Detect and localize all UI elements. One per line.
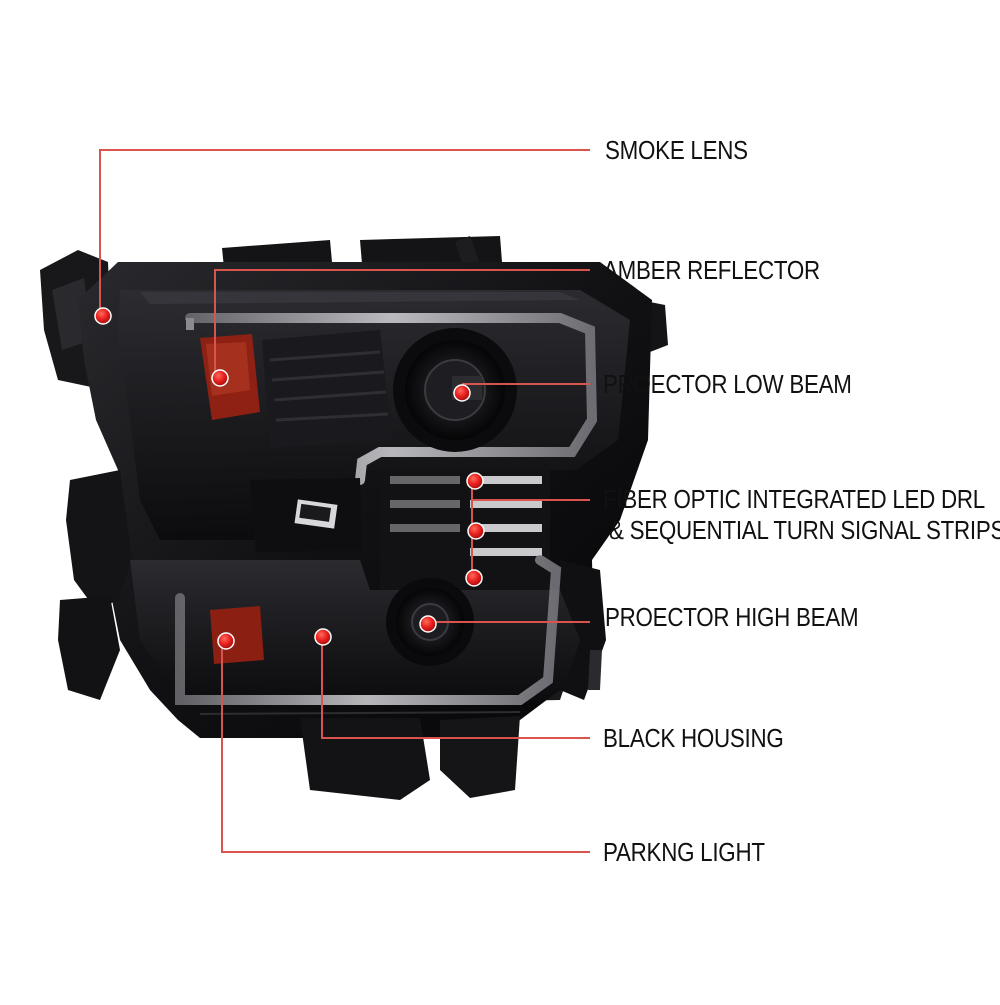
parking-light-shape [210, 606, 264, 664]
leader-amber-reflector [214, 269, 590, 376]
dot-smoke-lens [94, 307, 112, 325]
drl-light-guide-upper [185, 313, 598, 485]
dot-parking-light [217, 632, 235, 650]
leader-lines [99, 149, 590, 853]
label-parking-light: PARKNG LIGHT [603, 837, 765, 867]
callout-dots [94, 307, 485, 650]
label-drl-line2: & SEQUENTIAL TURN SIGNAL STRIPS [603, 515, 1000, 545]
dot-drl-3 [465, 569, 483, 587]
drl-strips-shape [380, 470, 550, 590]
dot-drl-2 [467, 522, 485, 540]
leader-smoke-lens [99, 149, 590, 314]
label-black-housing: BLACK HOUSING [603, 723, 784, 753]
label-projector-high-beam: PROECTOR HIGH BEAM [605, 602, 859, 632]
label-projector-low-beam: PROECTOR LOW BEAM [603, 369, 852, 399]
label-smoke-lens: SMOKE LENS [605, 135, 748, 165]
dot-black-housing [314, 628, 332, 646]
drl-light-guide-lower [175, 555, 562, 705]
leader-black-housing [321, 637, 590, 739]
dot-low-beam [453, 384, 471, 402]
leader-parking-light [221, 640, 590, 853]
dot-high-beam [419, 615, 437, 633]
label-amber-reflector: AMBER REFLECTOR [603, 255, 820, 285]
label-drl-line1: FIBER OPTIC INTEGRATED LED DRL [603, 484, 985, 514]
dot-amber-reflector [211, 369, 229, 387]
dot-drl-1 [466, 472, 484, 490]
